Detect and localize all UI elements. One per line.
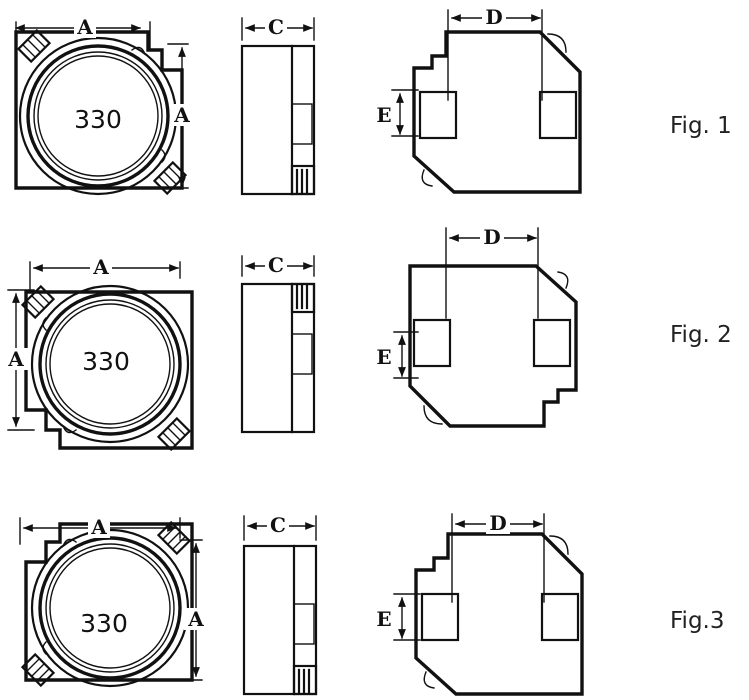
fig1-dim-d-label: D xyxy=(485,5,502,29)
fig2-dim-a-vertical-label: A xyxy=(7,347,24,371)
fig2-dim-c-label: C xyxy=(268,253,284,277)
fig1-dim-e-label: E xyxy=(376,103,391,127)
fig3-dim-a-label: A xyxy=(90,515,107,539)
fig2-pad-view xyxy=(393,226,578,428)
fig1-pad-view xyxy=(391,6,582,194)
fig1-dim-a-vertical xyxy=(167,43,194,189)
fig2-dim-e-label: E xyxy=(376,345,391,369)
fig1-dim-c-label: C xyxy=(268,15,284,39)
fig2-marking: 330 xyxy=(82,347,130,376)
fig3-dim-a-vertical xyxy=(179,539,208,681)
fig2-dim-a-label: A xyxy=(92,255,109,279)
fig3-dim-a-vertical-label: A xyxy=(187,607,204,631)
fig3-label: Fig.3 xyxy=(670,608,725,634)
fig2-dim-a-horizontal xyxy=(29,256,181,291)
fig3-top-view xyxy=(20,520,194,688)
fig3-dim-d-label: D xyxy=(489,511,506,535)
fig2-dim-a-vertical xyxy=(4,289,35,431)
fig3-pad-view xyxy=(393,512,584,696)
fig1-label: Fig. 1 xyxy=(670,113,732,139)
fig3-dim-a-horizontal xyxy=(19,516,181,545)
fig3-side-view xyxy=(242,515,318,696)
fig2-label: Fig. 2 xyxy=(670,322,732,348)
fig1-dim-a-label: A xyxy=(76,15,93,39)
fig1-side-view xyxy=(240,17,316,196)
fig2-side-view xyxy=(240,255,316,434)
fig1-marking: 330 xyxy=(74,105,122,134)
fig1-dim-a-horizontal xyxy=(15,16,151,49)
fig3-marking: 330 xyxy=(80,609,128,638)
fig3-dim-e-label: E xyxy=(376,607,391,631)
fig3-dim-c-label: C xyxy=(270,513,286,537)
fig1-dim-a-vertical-label: A xyxy=(173,103,190,127)
fig2-dim-d-label: D xyxy=(483,225,500,249)
